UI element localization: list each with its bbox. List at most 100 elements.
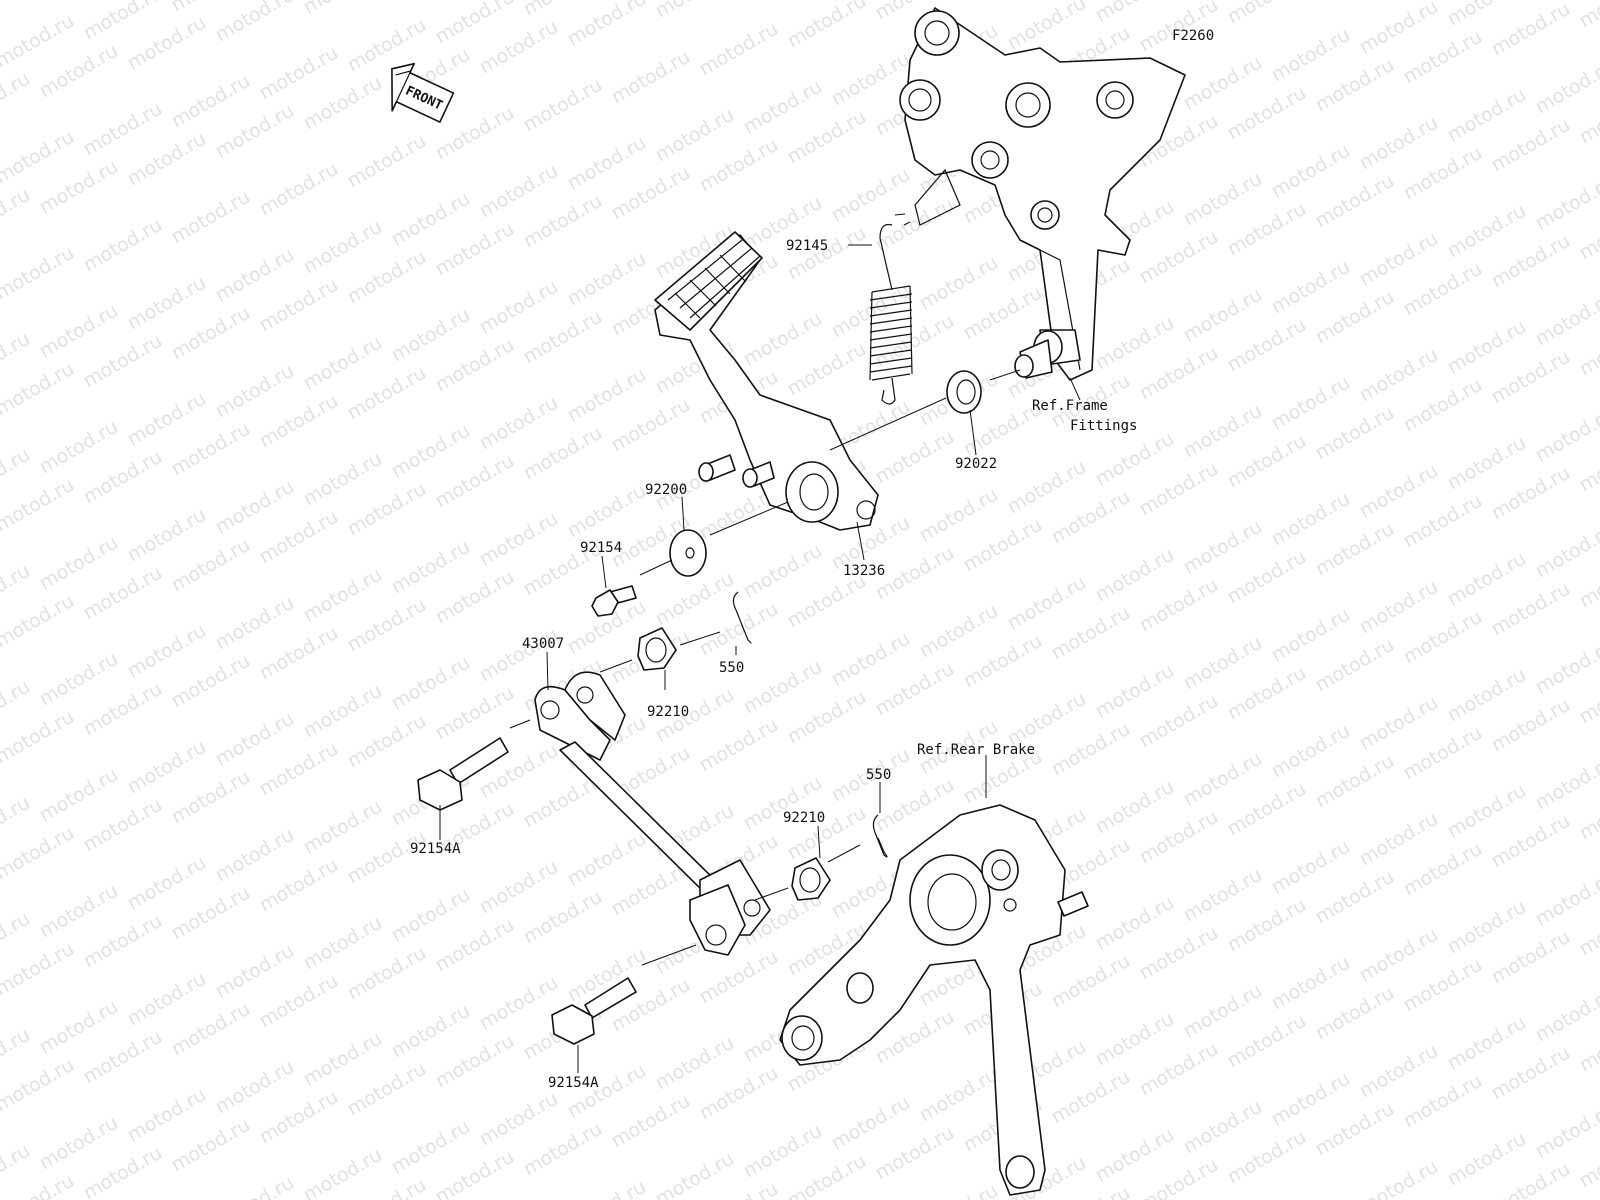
watermark-text: motod.ru — [564, 480, 650, 543]
callout-ref-rear-brake: Ref.Rear Brake — [917, 742, 1035, 758]
watermark-text: motod.ru — [256, 158, 342, 221]
watermark-text: motod.ru — [80, 330, 166, 393]
watermark-text: motod.ru — [960, 282, 1046, 345]
watermark-text: motod.ru — [1136, 1038, 1222, 1101]
watermark-text: motod.ru — [388, 1000, 474, 1063]
watermark-text: motod.ru — [1048, 486, 1134, 549]
watermark-text: motod.ru — [1356, 808, 1442, 871]
watermark-text: motod.ru — [1356, 344, 1442, 407]
watermark-text: motod.ru — [432, 0, 518, 48]
watermark-text: motod.ru — [1356, 460, 1442, 523]
watermark-text: motod.ru — [520, 74, 606, 137]
watermark-text: motod.ru — [1180, 52, 1266, 115]
watermark-text: motod.ru — [740, 308, 826, 371]
watermark-text: motod.ru — [476, 392, 562, 455]
watermark-text: motod.ru — [0, 358, 78, 421]
watermark-text: motod.ru — [1268, 488, 1354, 551]
rear-brake-bracket — [779, 804, 1089, 1196]
watermark-text: motod.ru — [124, 504, 210, 567]
watermark-text: motod.ru — [520, 886, 606, 949]
watermark-text: motod.ru — [1004, 456, 1090, 519]
callout-92022: 92022 — [955, 456, 997, 472]
watermark-text: motod.ru — [168, 998, 254, 1061]
watermark-text: motod.ru — [36, 1112, 122, 1175]
watermark-text: motod.ru — [388, 1116, 474, 1179]
callout-13236: 13236 — [843, 563, 885, 579]
watermark-text: motod.ru — [124, 1084, 210, 1147]
watermark-text: motod.ru — [652, 1148, 738, 1200]
watermark-text: motod.ru — [784, 338, 870, 401]
watermark-text: motod.ru — [1180, 864, 1266, 927]
watermark-text: motod.ru — [80, 678, 166, 741]
watermark-text: motod.ru — [1136, 690, 1222, 753]
watermark-text: motod.ru — [1224, 546, 1310, 609]
watermark-text: motod.ru — [1224, 314, 1310, 377]
watermark-text: motod.ru — [1532, 172, 1600, 235]
bolt-92154A-upper — [417, 737, 509, 811]
watermark-text: motod.ru — [212, 940, 298, 1003]
watermark-text: motod.ru — [80, 794, 166, 857]
watermark-text: motod.ru — [1400, 954, 1486, 1017]
brake-pedal — [654, 231, 879, 531]
watermark-text: motod.ru — [212, 244, 298, 307]
watermark-text: motod.ru — [1048, 1066, 1134, 1129]
watermark-text: motod.ru — [784, 0, 870, 52]
watermark-text: motod.ru — [432, 914, 518, 977]
watermark-text: motod.ru — [256, 390, 342, 453]
watermark-text: motod.ru — [476, 160, 562, 223]
watermark-text: motod.ru — [1312, 286, 1398, 349]
watermark-text: motod.ru — [80, 562, 166, 625]
watermark-text: motod.ru — [1532, 868, 1600, 931]
watermark-text: motod.ru — [1400, 374, 1486, 437]
watermark-text: motod.ru — [740, 76, 826, 139]
callout-92210-lower: 92210 — [783, 810, 825, 826]
watermark-text: motod.ru — [784, 686, 870, 749]
watermark-text: motod.ru — [36, 156, 122, 219]
watermark-text: motod.ru — [520, 422, 606, 485]
watermark-text: motod.ru — [564, 248, 650, 311]
watermark-text: motod.ru — [124, 968, 210, 1031]
watermark-text: motod.ru — [168, 70, 254, 133]
callout-92145: 92145 — [786, 238, 828, 254]
watermark-text: motod.ru — [872, 310, 958, 373]
watermark-text: motod.ru — [300, 0, 386, 18]
watermark-text: motod.ru — [256, 738, 342, 801]
watermark-text: motod.ru — [168, 766, 254, 829]
watermark-text: motod.ru — [1312, 750, 1398, 813]
watermark-text: motod.ru — [300, 72, 386, 135]
watermark-text: motod.ru — [36, 416, 122, 479]
watermark-text: motod.ru — [344, 710, 430, 773]
watermark-text: motod.ru — [212, 824, 298, 887]
watermark-text: motod.ru — [1356, 1156, 1442, 1200]
watermark-text: motod.ru — [212, 592, 298, 655]
watermark-text: motod.ru — [1312, 54, 1398, 117]
watermark-text: motod.ru — [1488, 462, 1574, 525]
watermark-text: motod.ru — [256, 970, 342, 1033]
watermark-text: motod.ru — [300, 1144, 386, 1200]
watermark-text: motod.ru — [916, 600, 1002, 663]
watermark-text: motod.ru — [388, 652, 474, 715]
watermark-text: motod.ru — [1532, 752, 1600, 815]
watermark-text: motod.ru — [1444, 316, 1530, 379]
watermark-text: motod.ru — [212, 360, 298, 423]
watermark-text: motod.ru — [1224, 1126, 1310, 1189]
watermark-text: motod.ru — [344, 362, 430, 425]
watermark-text: motod.ru — [256, 274, 342, 337]
watermark-text: motod.ru — [1400, 258, 1486, 321]
watermark-text: motod.ru — [300, 796, 386, 859]
watermark-text: motod.ru — [1532, 984, 1600, 1047]
callout-43007: 43007 — [522, 636, 564, 652]
watermark-text: motod.ru — [1444, 200, 1530, 263]
watermark-text: motod.ru — [1400, 142, 1486, 205]
watermark-text: motod.ru — [36, 880, 122, 943]
watermark-text: motod.ru — [432, 1030, 518, 1093]
watermark-text: motod.ru — [1488, 810, 1574, 873]
joint-nut-lower — [791, 857, 831, 901]
watermark-text: motod.ru — [168, 534, 254, 597]
brake-rod — [534, 671, 771, 956]
watermark-text: motod.ru — [300, 1028, 386, 1091]
watermark-text: motod.ru — [1532, 0, 1600, 2]
watermark-text: motod.ru — [1488, 230, 1574, 293]
watermark-text: motod.ru — [916, 1180, 1002, 1200]
watermark-text: motod.ru — [1400, 26, 1486, 89]
